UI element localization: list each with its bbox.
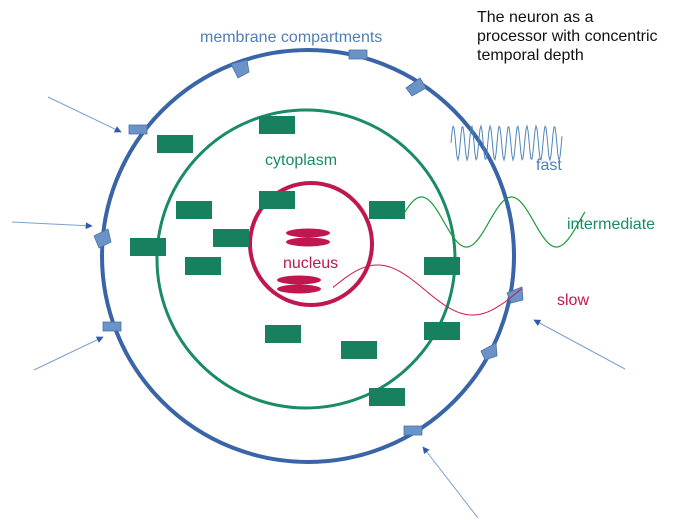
title-line: The neuron as a [477,9,594,26]
organelle-icon [369,388,405,406]
membrane-receptor-icon [348,49,368,60]
slow-wave [332,264,523,316]
nucleus-circle [248,181,374,307]
organelle-icon [130,238,166,256]
organelle-icon [265,325,301,343]
title-line: processor with concentric [477,28,658,45]
title-line: temporal depth [477,47,584,64]
organelle-icon [369,201,405,219]
organelle-icon [259,116,295,134]
chromatin-icon [286,228,330,238]
organelles [130,116,460,406]
membrane-receptor-icon [93,228,112,249]
organelle-icon [424,322,460,340]
chromatin-icon [277,284,321,294]
chromatin [277,228,330,294]
membrane-receptor-icon [405,77,427,97]
input-arrows [11,96,626,519]
membrane-receptor-icon [128,124,148,135]
membrane-receptor-icon [403,425,423,436]
input-arrow-icon [11,221,93,230]
organelle-icon [424,257,460,275]
chromatin-icon [277,275,321,285]
fast-wave [450,124,563,162]
membrane-label: membrane compartments [200,29,382,46]
organelle-icon [259,191,295,209]
input-arrow-icon [33,336,104,371]
organelle-icon [341,341,377,359]
nucleus-label: nucleus [283,255,338,272]
cytoplasm-label: cytoplasm [265,152,337,169]
membrane-receptor-icon [230,59,250,79]
input-arrow-icon [47,96,122,133]
diagram-title: The neuron as a processor with concentri… [477,8,682,65]
input-arrow-icon [533,319,626,370]
organelle-icon [185,257,221,275]
organelle-icon [157,135,193,153]
membrane-receptor-icon [102,321,122,332]
organelle-icon [213,229,249,247]
input-arrow-icon [422,446,479,519]
chromatin-icon [286,237,330,247]
membrane-receptor-icon [480,342,498,361]
intermediate-wave [403,196,586,248]
slow-label: slow [557,292,589,309]
membrane-circle [100,48,516,464]
intermediate-label: intermediate [567,216,655,233]
organelle-icon [176,201,212,219]
fast-label: fast [536,157,562,174]
